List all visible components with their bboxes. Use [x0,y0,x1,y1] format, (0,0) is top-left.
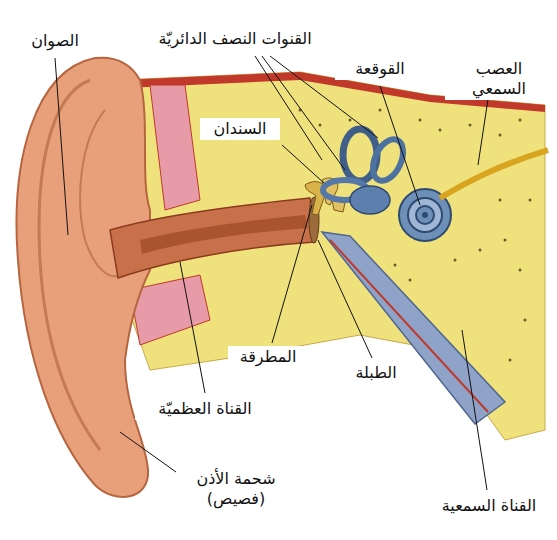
leader-line [180,262,205,393]
leader-line [462,330,487,490]
part-label: القنوات النصف الدائريّة [130,28,340,50]
part-label: القوقعة [335,58,425,80]
cochlea-turn [408,198,442,232]
pinna [17,58,150,497]
part-label: الصوان [10,30,100,52]
leader-line [282,145,324,183]
leader-line [380,86,420,205]
cochlea-apex [422,212,428,218]
part-label: شحمة الأذن (فصيص) [180,468,292,510]
semicircular-canal [367,135,409,186]
part-label: القناة السمعية [428,495,550,517]
canal-inner [140,215,308,254]
auditory-nerve [440,150,548,198]
leader-line [55,58,68,235]
leader-line [262,56,345,170]
eustachian-tube [322,232,505,424]
part-label: السندان [200,118,280,140]
tube-lining [330,240,488,412]
part-label: المطرقة [228,346,308,368]
cochlea-turn [416,206,434,224]
part-label: العصب السمعي [445,58,553,100]
leader-line [120,432,176,472]
vestibule [350,186,390,214]
ear-canal [110,198,315,278]
leader-lines [55,56,490,490]
leader-line [255,56,322,160]
part-label: الطبلة [340,362,412,384]
leader-line [318,240,372,358]
leader-line [272,205,312,343]
cartilage [150,85,200,210]
part-label: القناة العظميّة [135,398,275,420]
